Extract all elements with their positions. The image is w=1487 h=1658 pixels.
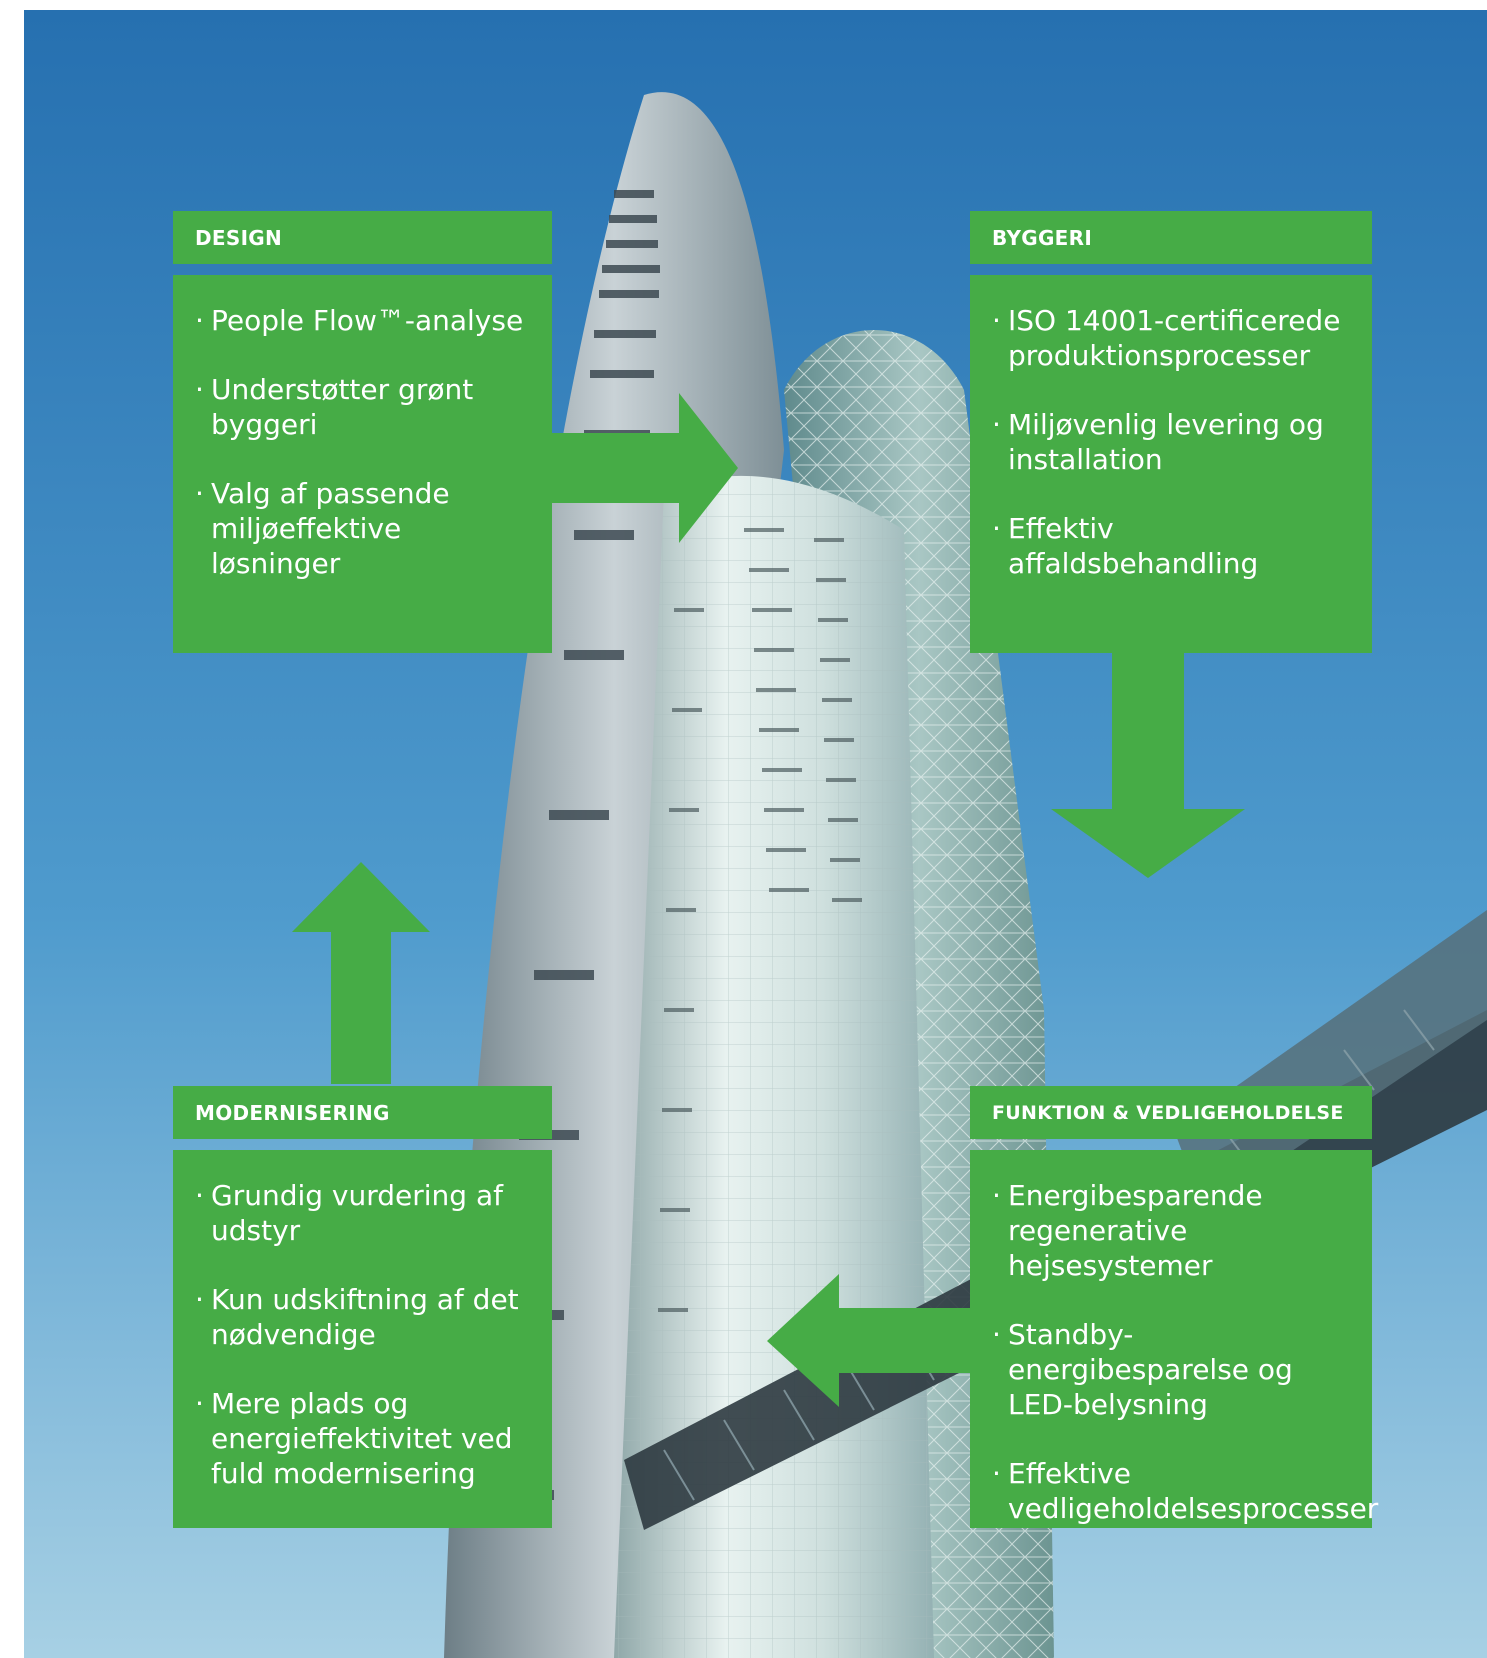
byggeri-box: ·ISO 14001-certificerede produktionsproc… — [970, 275, 1372, 653]
arrow-down-byggeri-to-funktion — [1051, 652, 1245, 878]
bullet: · — [992, 408, 1001, 441]
arrow-right-design-to-byggeri — [524, 393, 738, 543]
funktion-title: FUNKTION & VEDLIGEHOLDELSE — [970, 1086, 1372, 1139]
arrow-up-modernisering-to-design — [292, 862, 430, 1084]
byggeri-item: ·ISO 14001-certificerede produktionsproc… — [992, 304, 1341, 372]
funktion-box: ·Energibesparende regenerative hejsesyst… — [970, 1150, 1379, 1528]
design-item: ·People Flow™-analyse — [195, 304, 524, 337]
byggeri-title: BYGGERI — [970, 211, 1372, 264]
byggeri-item: ·Miljøvenlig levering og installation — [992, 408, 1324, 476]
funktion-item: ·Standby-energibesparelse og LED-belysni… — [992, 1318, 1293, 1421]
design-title: DESIGN — [173, 211, 552, 264]
bullet: · — [195, 304, 204, 337]
arrow-left-funktion-to-modernisering — [767, 1274, 970, 1407]
design-box: ·People Flow™-analyse ·Understøtter grøn… — [173, 275, 552, 653]
bullet: · — [195, 477, 204, 510]
modernisering-item: ·Mere plads og energieffektivitet ved fu… — [195, 1387, 513, 1490]
bullet: · — [195, 1179, 204, 1212]
design-item: ·Understøtter grønt byggeri — [195, 373, 474, 441]
modernisering-box: ·Grundig vurdering af udstyr ·Kun udskif… — [173, 1150, 552, 1528]
funktion-item: ·Effektive vedligeholdelsesprocesser — [992, 1457, 1379, 1525]
bullet: · — [992, 512, 1001, 545]
modernisering-title: MODERNISERING — [173, 1086, 552, 1139]
bullet: · — [992, 304, 1001, 337]
bullet: · — [195, 373, 204, 406]
modernisering-item: ·Grundig vurdering af udstyr — [195, 1179, 503, 1247]
bullet: · — [992, 1457, 1001, 1490]
byggeri-item: ·Effektiv affaldsbehandling — [992, 512, 1259, 580]
funktion-item: ·Energibesparende regenerative hejsesyst… — [992, 1179, 1263, 1282]
bullet: · — [992, 1179, 1001, 1212]
modernisering-item: ·Kun udskiftning af det nødvendige — [195, 1283, 519, 1351]
bullet: · — [195, 1283, 204, 1316]
design-item: ·Valg af passende miljøeffektive løsning… — [195, 477, 450, 580]
bullet: · — [992, 1318, 1001, 1351]
bullet: · — [195, 1387, 204, 1420]
